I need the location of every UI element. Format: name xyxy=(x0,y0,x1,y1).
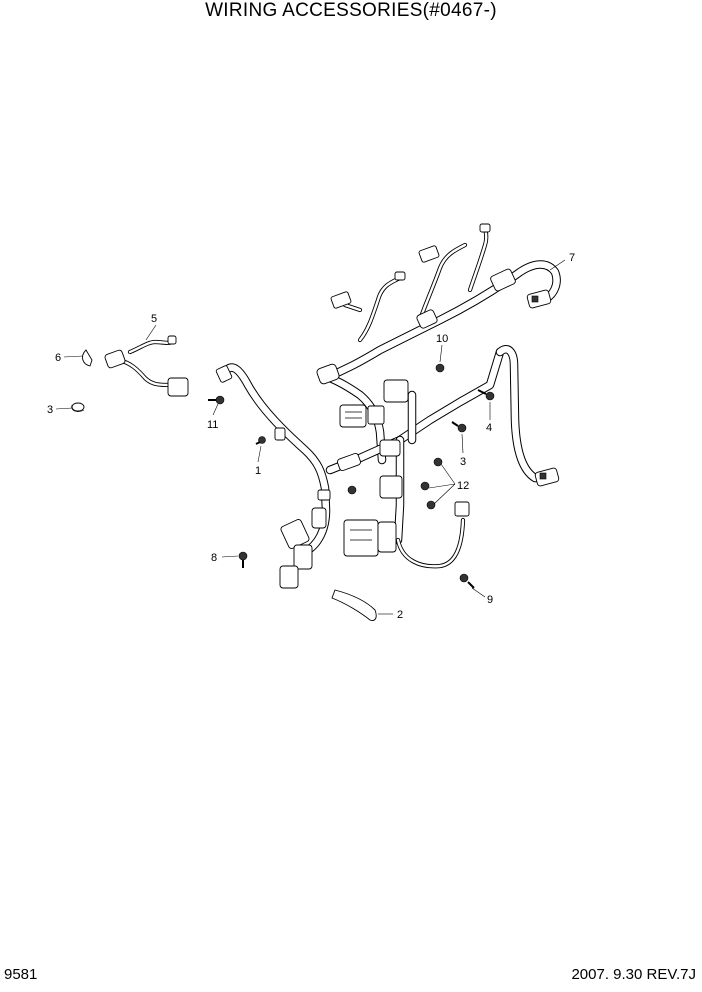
callout-3-left: 3 xyxy=(47,404,53,416)
callout-6: 6 xyxy=(55,352,61,364)
sub-harness-5 xyxy=(104,335,189,397)
callout-1: 1 xyxy=(255,465,261,477)
hardware xyxy=(71,349,495,621)
leader-lines xyxy=(55,259,566,615)
callout-3-right: 3 xyxy=(460,456,466,468)
center-components xyxy=(337,379,470,557)
revision-label: 2007. 9.30 REV.7J xyxy=(571,966,696,983)
left-components xyxy=(215,365,331,589)
connector-right-upper xyxy=(526,289,552,309)
callout-10: 10 xyxy=(436,333,448,345)
callout-7: 7 xyxy=(569,252,575,264)
callout-9: 9 xyxy=(487,594,493,606)
main-harness xyxy=(220,260,561,569)
callout-labels: 5 6 3 11 1 7 10 4 3 12 8 9 2 xyxy=(47,252,575,621)
callout-8: 8 xyxy=(211,552,217,564)
callout-5: 5 xyxy=(151,313,157,325)
diagram-title: WIRING ACCESSORIES(#0467-) xyxy=(205,0,497,21)
callout-4: 4 xyxy=(486,422,492,434)
callout-12: 12 xyxy=(457,480,469,492)
callout-2: 2 xyxy=(397,609,403,621)
connector-right-lower xyxy=(534,467,560,487)
injector-branches xyxy=(316,223,516,385)
page-number: 9581 xyxy=(4,966,38,983)
callout-11: 11 xyxy=(207,419,218,431)
